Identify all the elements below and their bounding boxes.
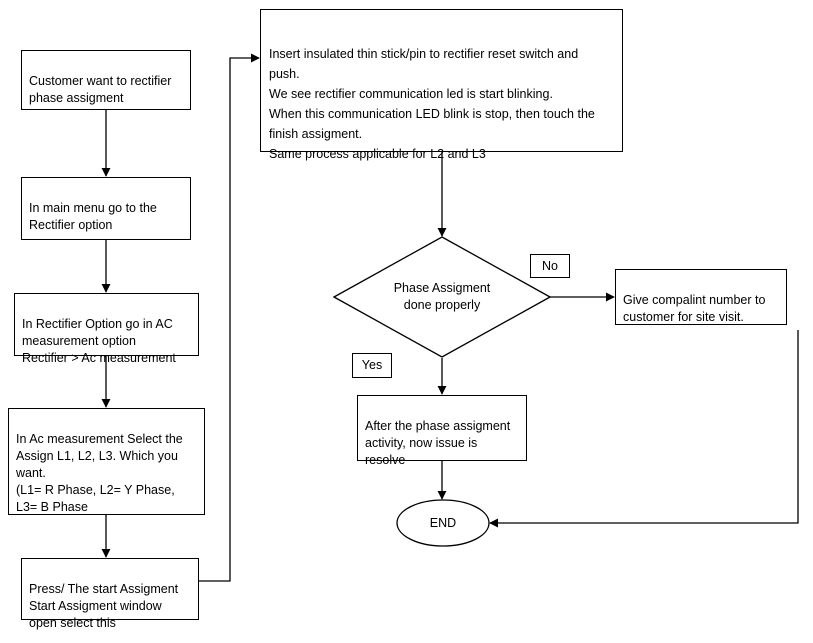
edge-label-no: No: [530, 254, 570, 278]
node-resolved: After the phase assigment activity, now …: [357, 395, 527, 467]
node-select-assign: In Ac measurement Select the Assign L1, …: [8, 408, 205, 515]
node-insert-stick-label: Insert insulated thin stick/pin to recti…: [269, 47, 595, 161]
edge-label-no-text: No: [542, 258, 558, 273]
edge-label-yes-text: Yes: [361, 358, 383, 372]
node-start-label: Customer want to rectifier phase assigme…: [29, 74, 172, 105]
node-press-start: Press/ The start Assigment Start Assigme…: [21, 558, 199, 630]
node-main-menu-label: In main menu go to the Rectifier option: [29, 201, 157, 232]
node-decision: Phase Assigment done properly: [333, 236, 551, 358]
node-main-menu: In main menu go to the Rectifier option: [21, 177, 191, 240]
node-insert-stick: Insert insulated thin stick/pin to recti…: [260, 9, 623, 161]
node-select-assign-label: In Ac measurement Select the Assign L1, …: [16, 432, 183, 514]
node-end: END: [396, 499, 490, 547]
node-complaint-label: Give compalint number to customer for si…: [623, 293, 766, 324]
node-start: Customer want to rectifier phase assigme…: [21, 50, 191, 110]
node-end-label: END: [429, 516, 457, 530]
node-ac-measurement: In Rectifier Option go in AC measurement…: [14, 293, 199, 365]
edge-label-yes: Yes: [352, 353, 392, 378]
node-resolved-label: After the phase assigment activity, now …: [365, 419, 511, 467]
node-ac-measurement-label: In Rectifier Option go in AC measurement…: [22, 317, 176, 365]
node-press-start-label: Press/ The start Assigment Start Assigme…: [29, 582, 179, 630]
node-decision-label: Phase Assigment done properly: [393, 281, 491, 312]
node-complaint: Give compalint number to customer for si…: [615, 269, 787, 325]
